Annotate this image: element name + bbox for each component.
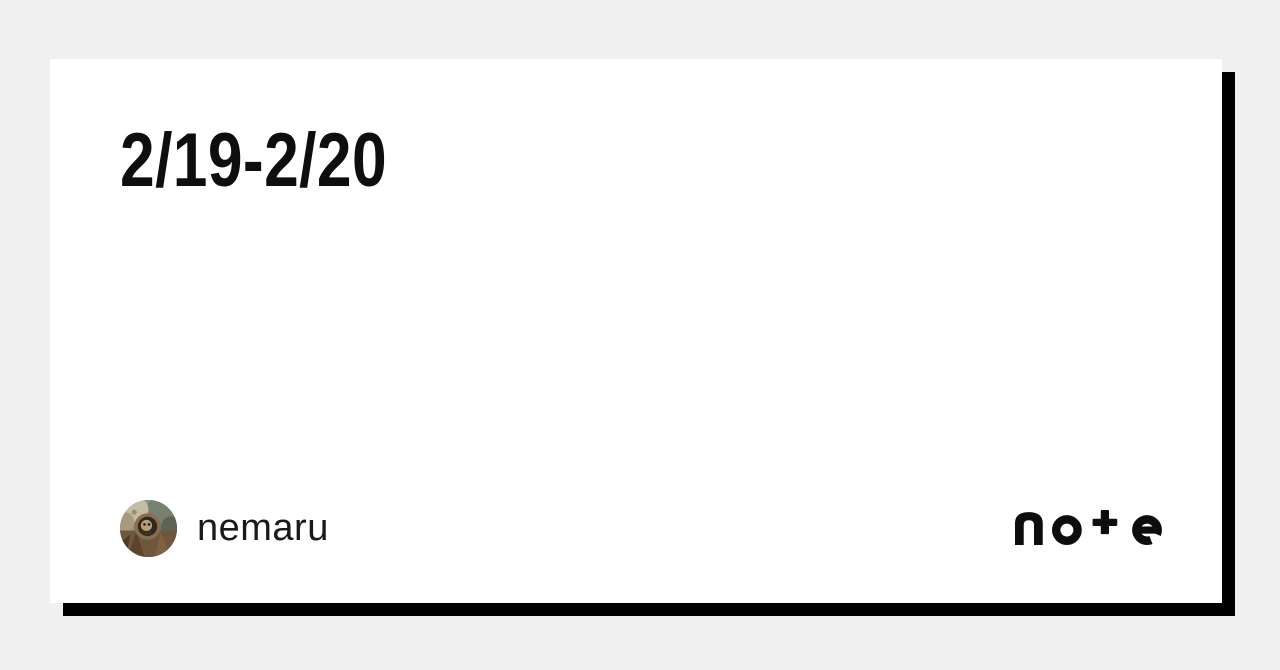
author-name: nemaru — [197, 507, 329, 549]
author-avatar — [120, 499, 177, 557]
author-info: nemaru — [120, 499, 329, 557]
note-logo-icon — [1015, 510, 1165, 546]
note-logo: note — [1015, 510, 1165, 546]
card-footer: nemaru note — [120, 499, 1165, 557]
article-title: 2/19-2/20 — [120, 118, 388, 203]
note-ogp-card: 2/19-2/20 — [50, 59, 1222, 603]
avatar-image-icon — [120, 499, 177, 557]
